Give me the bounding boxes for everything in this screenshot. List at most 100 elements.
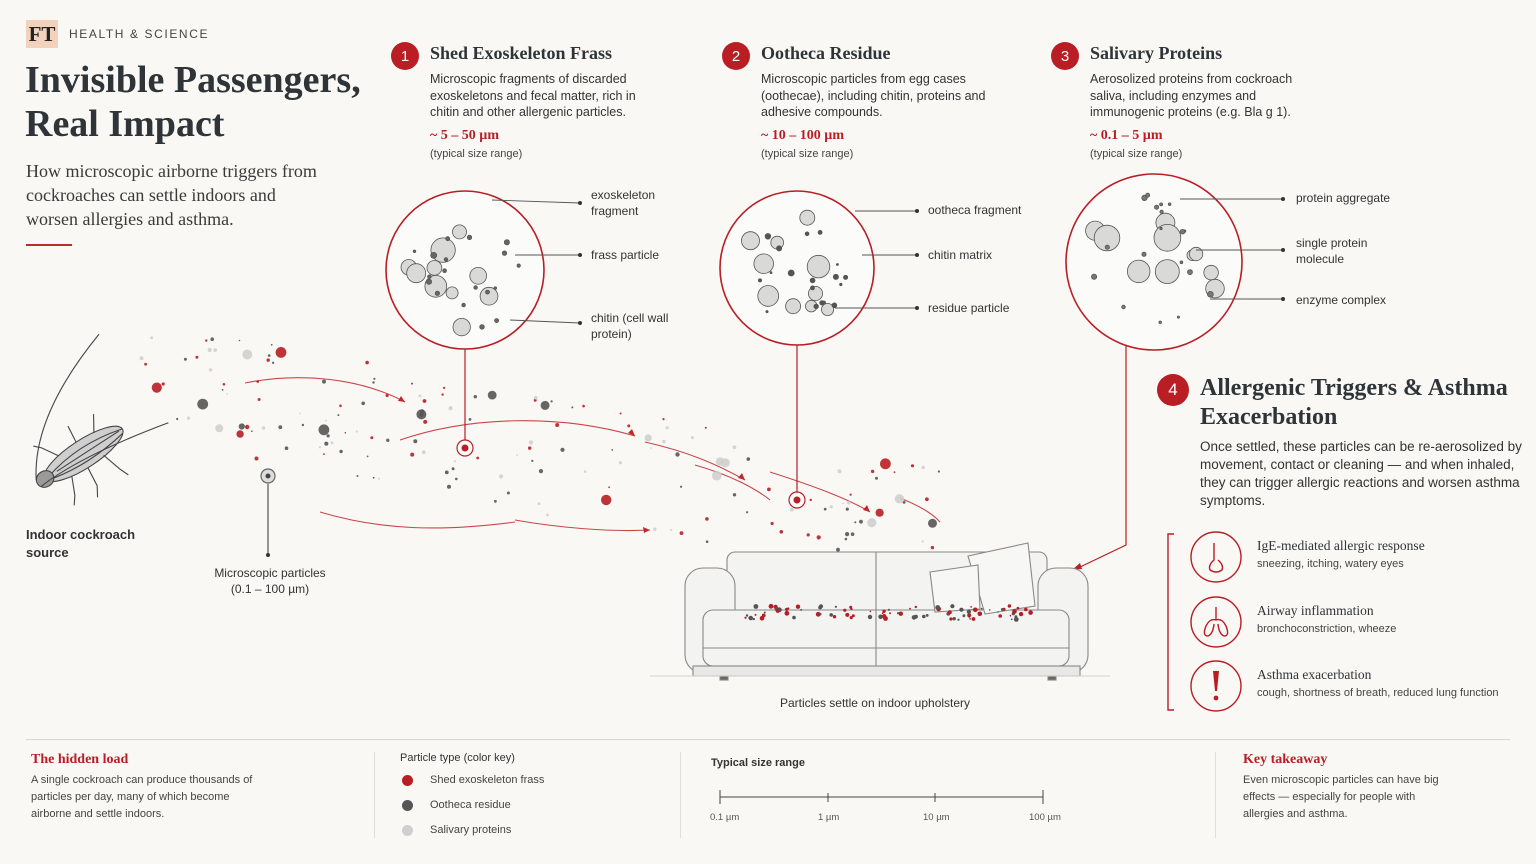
magnified-particle: [469, 266, 488, 285]
magnified-particle: [1187, 269, 1193, 276]
magnified-particle: [831, 302, 838, 309]
settled-particle-dot: [761, 613, 766, 618]
particle-dot: [326, 434, 330, 438]
particle-dot: [195, 355, 199, 359]
particle-dot: [365, 360, 369, 365]
airborne-particles: [139, 336, 941, 582]
particle-dot: [372, 381, 375, 384]
settled-particle-dot: [1012, 609, 1017, 614]
particle-dot: [151, 382, 162, 393]
settled-particle-dot: [851, 614, 855, 618]
settled-particle-dot: [834, 605, 838, 608]
particle-dot: [601, 494, 612, 506]
particle-dot: [245, 424, 250, 430]
particle-dot: [150, 336, 154, 340]
particle-dot: [318, 446, 321, 449]
settled-particle-dot: [795, 604, 801, 609]
key-item-frass: Shed exoskeleton frass: [402, 774, 544, 786]
magnified-particle: [1093, 224, 1121, 252]
particle-dot: [902, 500, 906, 504]
settled-particle-dot: [989, 609, 991, 611]
key-takeaway-heading: Key takeaway: [1243, 752, 1328, 767]
settled-particle-dot: [1028, 610, 1033, 615]
settled-particle-dot: [935, 605, 941, 610]
particle-dot: [238, 339, 241, 342]
settled-particle-dot: [998, 614, 1002, 618]
particle-dot: [447, 484, 451, 489]
settled-particle-dot: [792, 615, 796, 620]
settled-particle-dot: [881, 612, 884, 615]
magnified-particle: [501, 250, 508, 256]
settled-particle-dot: [971, 617, 976, 621]
settled-particle-dot: [1024, 607, 1028, 612]
particle-dot: [875, 476, 878, 480]
settled-particle-dot: [914, 605, 917, 609]
magnified-particle: [1126, 259, 1151, 284]
particle-dot: [679, 531, 684, 535]
particle-dot: [139, 356, 144, 361]
particle-dot: [473, 395, 477, 399]
particle-dot: [837, 469, 842, 474]
footer-divider: [26, 739, 1510, 740]
settled-particle-dot: [922, 614, 926, 619]
particle-dot: [894, 494, 905, 504]
settled-particle-dot: [997, 611, 999, 613]
particle-dot: [608, 486, 610, 489]
particle-dot: [829, 505, 833, 509]
magnified-particle: [787, 269, 795, 277]
impact-title: Allergenic Triggers & Asthma Exacerbatio…: [1200, 375, 1508, 430]
particle-dot: [410, 452, 415, 457]
particle-dot: [842, 502, 844, 505]
lungs-icon: [1190, 596, 1242, 648]
key-item-salivary: Salivary proteins: [402, 824, 511, 836]
particle-description: Microscopic fragments of discarded exosk…: [430, 72, 636, 119]
particle-dot: [528, 446, 532, 450]
magnified-particle: [443, 257, 449, 262]
particle-dot: [256, 380, 260, 383]
settled-particle-dot: [898, 611, 903, 616]
particle-dot: [299, 412, 301, 415]
particle-dot: [372, 476, 375, 479]
magnified-particle: [764, 233, 772, 240]
settled-particle-dot: [968, 615, 971, 618]
particle-dot: [444, 470, 449, 475]
particle-dot: [670, 528, 673, 532]
step-number-4: 4: [1157, 374, 1189, 406]
settled-particle-dot: [969, 618, 972, 620]
settled-particles: [744, 603, 1033, 622]
particle-dot: [213, 348, 217, 352]
magnified-particle: [516, 263, 521, 268]
particle-dot: [653, 527, 657, 531]
magnified-particle: [1159, 209, 1164, 214]
particle-dot: [423, 419, 428, 424]
magnified-particle: [1179, 228, 1186, 235]
callout-exoskeleton-fragment: exoskeleton fragment: [591, 188, 656, 218]
particle-dot: [767, 487, 771, 492]
effect-asthma-exacerbation: Asthma exacerbation cough, shortness of …: [1191, 662, 1521, 714]
magnified-particle: [1141, 251, 1147, 257]
key-label: Shed exoskeleton frass: [430, 774, 545, 786]
brand-header: FT HEALTH & SCIENCE: [26, 20, 209, 48]
particle-dot: [476, 456, 480, 460]
magnified-particle: [479, 286, 499, 306]
frass-dot-icon: [402, 774, 413, 786]
magnified-particle: [1176, 315, 1180, 319]
particle-dot: [422, 399, 427, 403]
particle-dot: [366, 455, 369, 458]
magnified-particle: [758, 278, 763, 283]
settled-particle-dot: [745, 614, 749, 617]
particle-dot: [441, 393, 444, 396]
magnified-particle: [776, 245, 783, 252]
particle-dot: [318, 424, 330, 436]
settled-particle-dot: [967, 613, 972, 618]
magnified-particle: [473, 285, 478, 290]
settled-particle-dot: [957, 618, 960, 621]
key-item-ootheca: Ootheca residue: [402, 799, 511, 811]
footer-separator: [374, 752, 375, 838]
particle-dot: [611, 449, 614, 451]
scale-tick-label: 100 µm: [1029, 812, 1061, 823]
magnified-particle: [503, 239, 510, 246]
effect-airway-inflammation: Airway inflammation bronchoconstriction,…: [1191, 598, 1521, 650]
magnified-particle: [809, 277, 816, 284]
particle-dot: [806, 533, 810, 537]
